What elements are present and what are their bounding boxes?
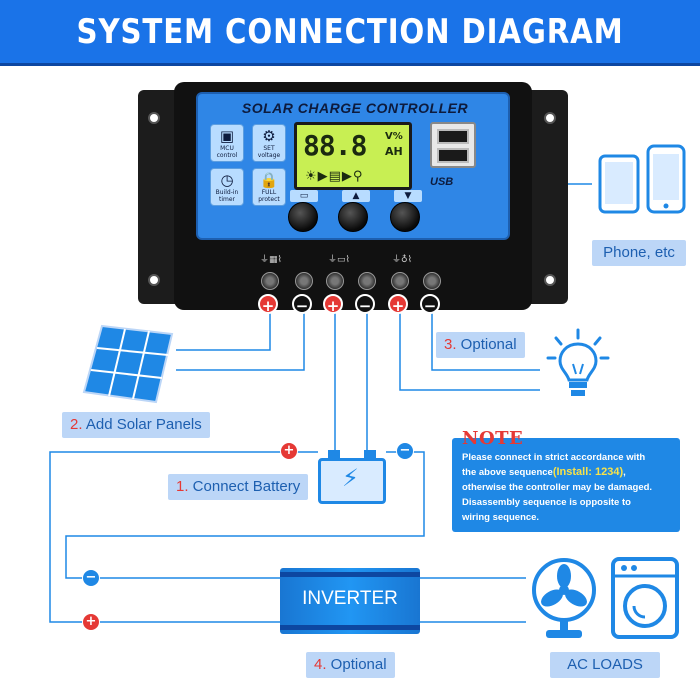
note-line-part: , (623, 467, 626, 478)
chip-icon: ▣ (219, 127, 235, 145)
battery-key-label-icon: ▭ (290, 190, 318, 202)
step-number: 1. (176, 478, 189, 495)
down-key-label-icon: ▼ (394, 190, 422, 202)
inverter-fin (280, 625, 420, 630)
step-2-text: Add Solar Panels (82, 416, 202, 433)
controller-title: SOLAR CHARGE CONTROLLER (241, 100, 469, 116)
battery-positive-marker: + (280, 442, 298, 460)
battery-terminal-icon: ⏚▭⌇ (328, 255, 350, 265)
down-button[interactable] (390, 202, 420, 232)
battery-negative-badge: − (355, 294, 375, 315)
fan-icon (532, 558, 596, 638)
feature-build-in-timer: ◷ Build-in timer (210, 168, 244, 206)
battery-icon: ⚡ (318, 450, 386, 504)
phone-tablet-icon (598, 144, 686, 214)
inverter-unit: INVERTER (280, 568, 420, 634)
light-bulb-icon (546, 328, 610, 396)
note-line: Please connect in strict accordance with (462, 452, 646, 463)
feature-label: Build-in timer (215, 189, 239, 203)
step-1-label: 1. Connect Battery (168, 474, 309, 500)
usb-port (437, 129, 469, 144)
ac-loads-text: AC LOADS (567, 656, 643, 673)
load-terminal-icon: ⏚♁⌇ (392, 255, 412, 265)
title-banner: SYSTEM CONNECTION DIAGRAM (0, 0, 700, 66)
feature-label: MCU control (216, 145, 238, 159)
lcd-digits: 88.8 (303, 129, 367, 162)
note-title: NOTE (462, 428, 524, 449)
usb-port-block (430, 122, 476, 168)
step-4-text: Optional (326, 656, 387, 673)
feature-set-voltage: ⚙ SET voltage (252, 124, 286, 162)
terminal-screw (295, 272, 313, 290)
battery-positive-badge: + (323, 294, 343, 315)
install-sequence-highlight: (Install: 1234) (552, 466, 624, 478)
feature-mcu-control: ▣ MCU control (210, 124, 244, 162)
washing-machine-icon (611, 557, 679, 639)
battery-body (318, 458, 386, 504)
note-panel: NOTE Please connect in strict accordance… (452, 428, 680, 532)
terminal-screw (326, 272, 344, 290)
terminal-screw (423, 272, 441, 290)
step-1-text: Connect Battery (188, 478, 301, 495)
load-negative-badge: − (420, 294, 440, 315)
mounting-hole (544, 112, 556, 124)
inverter-label: INVERTER (302, 588, 398, 609)
step-number: 2. (70, 416, 83, 433)
solar-terminal-icon: ⏚▦⌇ (260, 255, 282, 265)
phone-label-text: Phone, etc (603, 244, 675, 261)
feature-label: FULL protect (258, 189, 280, 203)
solar-positive-badge: + (258, 294, 278, 315)
note-line: Disassembly sequence is opposite to (462, 497, 631, 508)
solar-negative-badge: − (292, 294, 312, 315)
terminal-screw (391, 272, 409, 290)
battery-post (364, 450, 376, 459)
inverter-negative-marker: − (82, 569, 100, 587)
battery-negative-marker: − (396, 442, 414, 460)
feature-label: SET voltage (257, 145, 281, 159)
diagram-title: SYSTEM CONNECTION DIAGRAM (76, 11, 624, 52)
lcd-display: 88.8 V% AH ☀▶▤▶⚲ (294, 122, 412, 190)
step-3-text: Optional (456, 336, 517, 353)
solar-panel-icon (82, 324, 174, 404)
ac-loads-label: AC LOADS (550, 652, 660, 678)
terminal-screw (261, 272, 279, 290)
mounting-hole (544, 274, 556, 286)
solar-charge-controller: SOLAR CHARGE CONTROLLER ▣ MCU control ⚙ … (138, 82, 568, 310)
terminal-screw (358, 272, 376, 290)
note-text: Please connect in strict accordance with… (462, 450, 672, 525)
step-4-label: 4. Optional (306, 652, 395, 678)
inverter-positive-marker: + (82, 613, 100, 631)
lcd-unit-top: V% (385, 131, 403, 142)
lightning-bolt-icon: ⚡ (342, 464, 359, 492)
feature-full-protect: 🔒 FULL protect (252, 168, 286, 206)
up-button[interactable] (338, 202, 368, 232)
note-line: the above sequence(Install: 1234), (462, 465, 672, 480)
step-number: 3. (444, 336, 457, 353)
load-positive-badge: + (388, 294, 408, 315)
gear-icon: ⚙ (262, 127, 276, 145)
lcd-energy-flow-icons: ☀▶▤▶⚲ (305, 169, 364, 184)
note-line: wiring sequence. (462, 512, 540, 523)
mounting-hole (148, 112, 160, 124)
step-3-label: 3. Optional (436, 332, 525, 358)
step-number: 4. (314, 656, 327, 673)
up-key-label-icon: ▲ (342, 190, 370, 202)
mounting-hole (148, 274, 160, 286)
phone-label: Phone, etc (592, 240, 686, 266)
note-line-part: the above sequence (462, 467, 553, 478)
clock-icon: ◷ (220, 171, 234, 189)
usb-label: USB (430, 176, 454, 188)
lock-icon: 🔒 (259, 171, 279, 189)
step-2-label: 2. Add Solar Panels (62, 412, 210, 438)
note-line: otherwise the controller may be damaged. (462, 482, 653, 493)
usb-port (437, 148, 469, 163)
inverter-fin (280, 572, 420, 577)
terminal-labels: ⏚▦⌇ ⏚▭⌇ ⏚♁⌇ (202, 252, 502, 272)
lcd-unit-bottom: AH (385, 145, 403, 158)
menu-button[interactable] (288, 202, 318, 232)
battery-post (328, 450, 340, 459)
